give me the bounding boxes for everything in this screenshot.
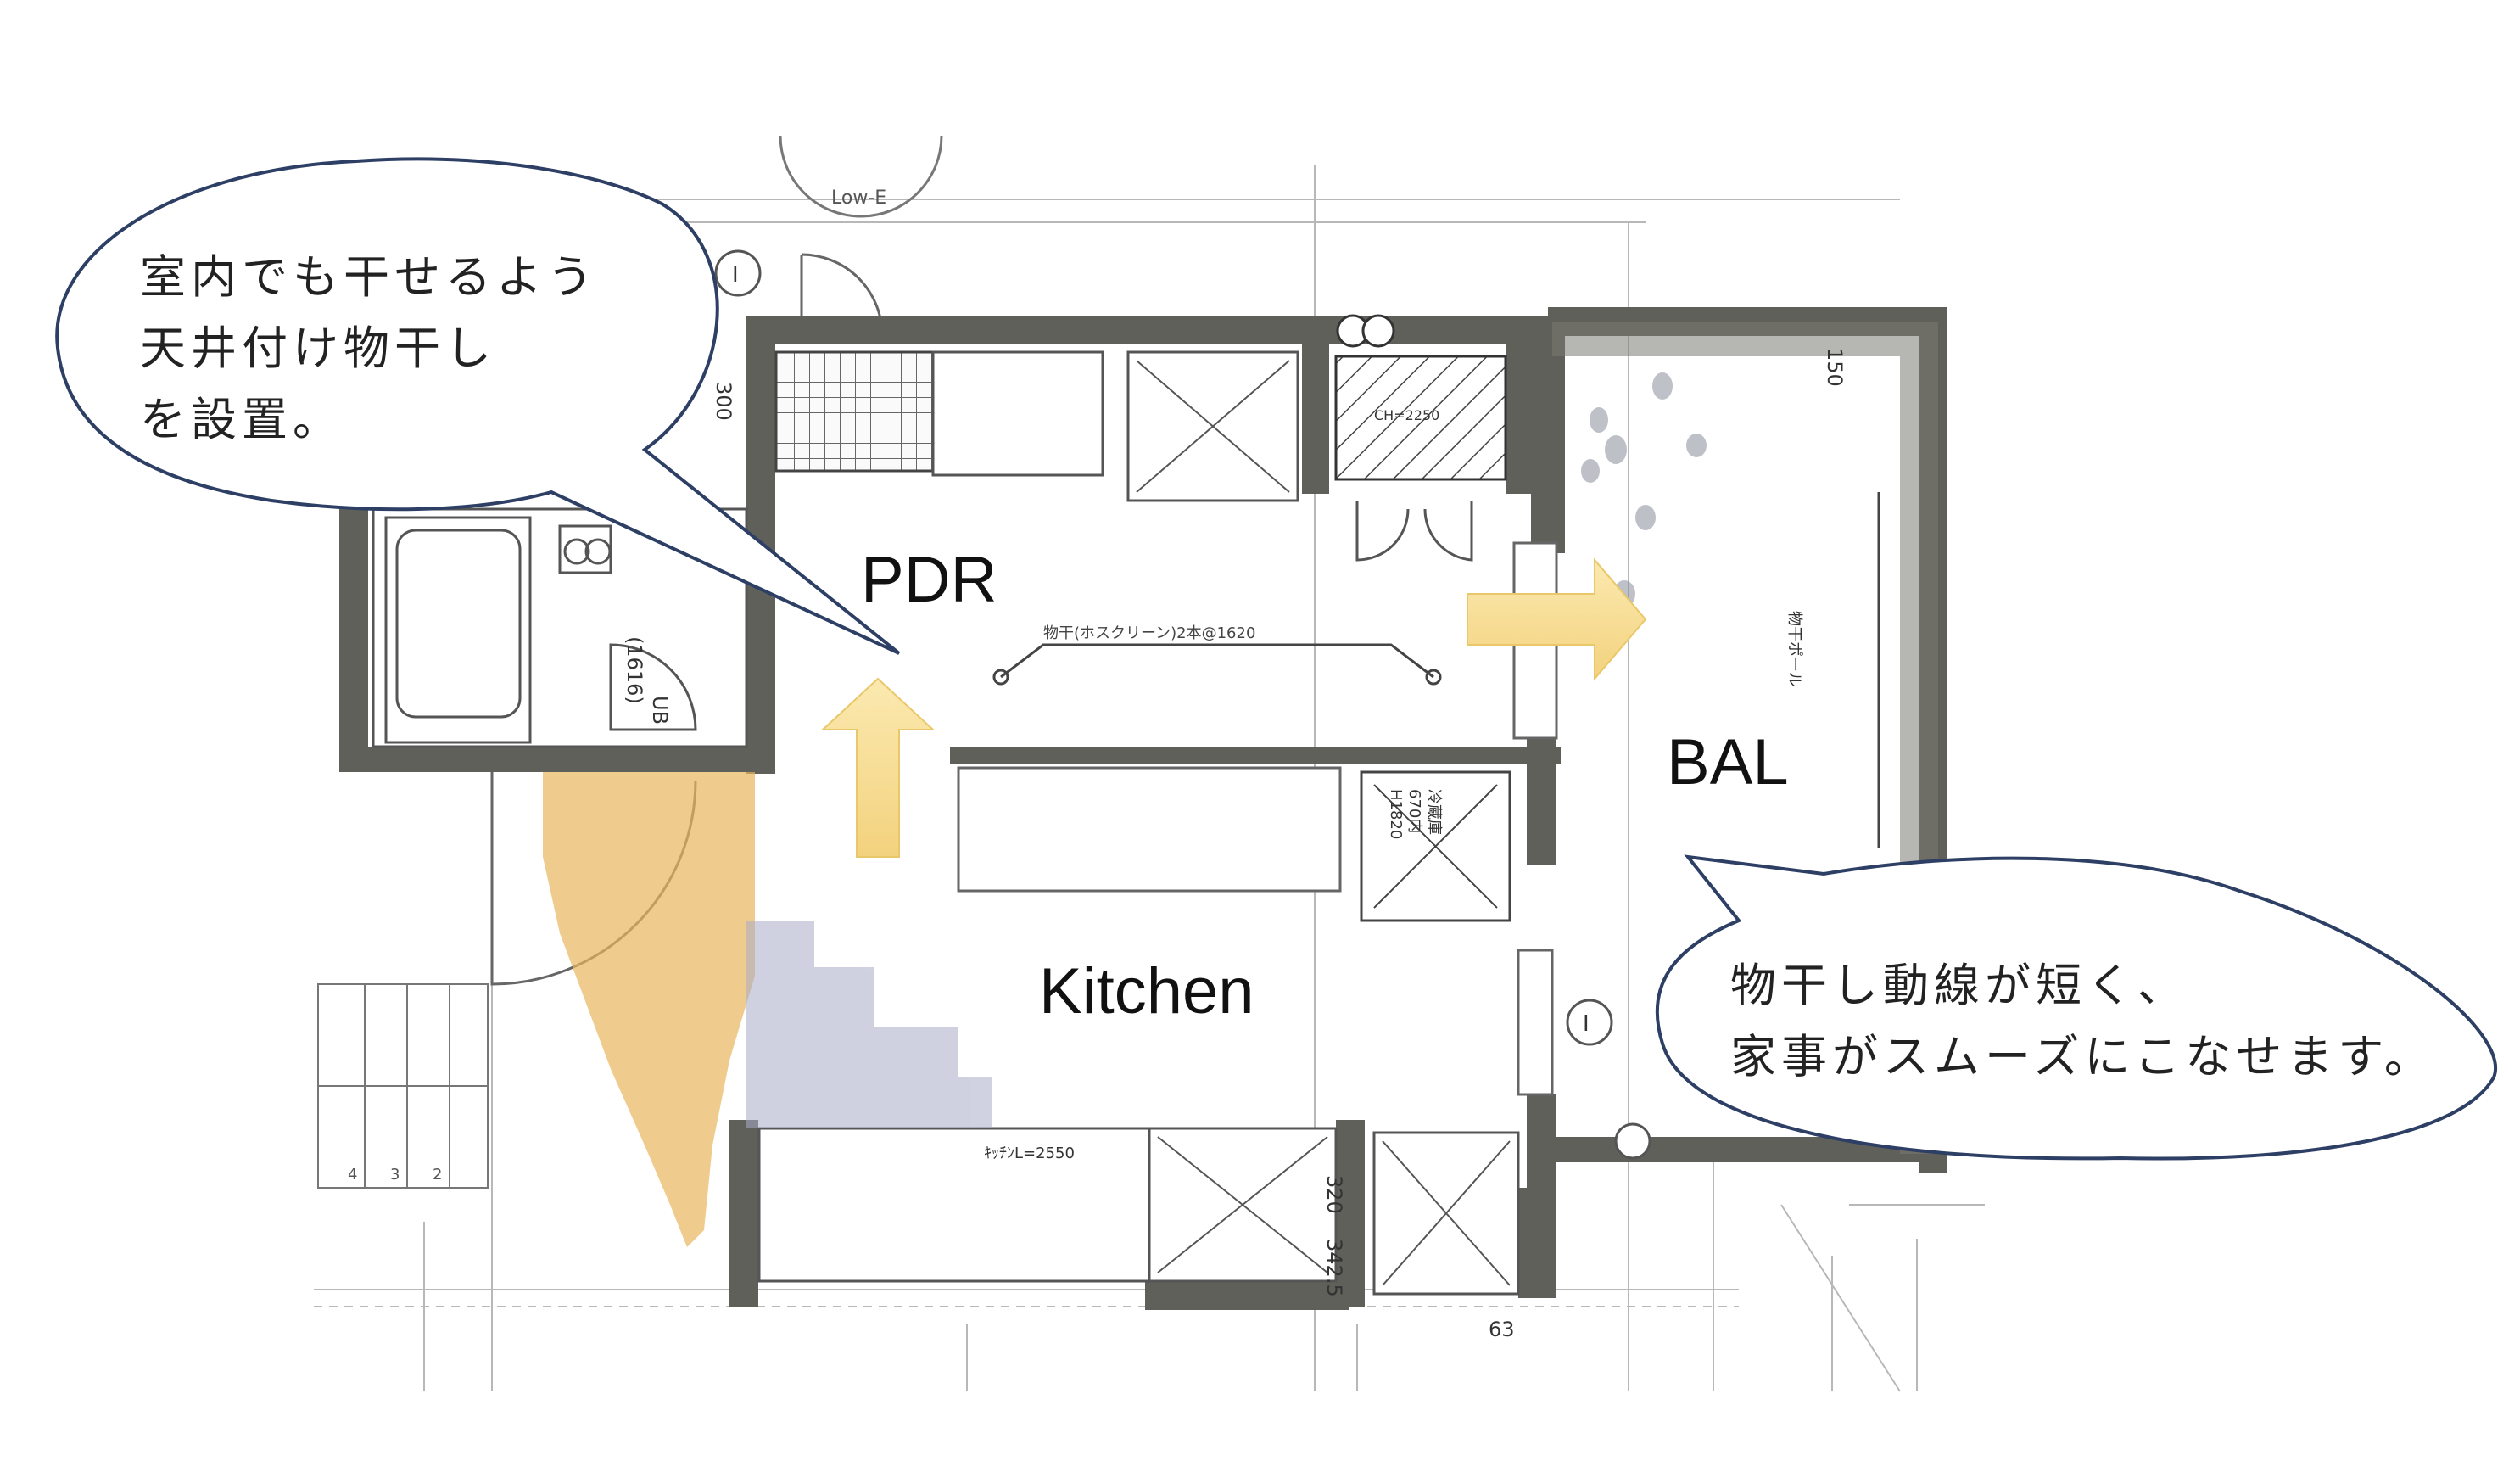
- closet-hatch: [1334, 355, 1507, 481]
- callout-bubble-top: [55, 157, 901, 655]
- bathroom: [372, 507, 748, 748]
- svg-text:Low-E: Low-E: [831, 187, 886, 209]
- room-label-bal: BAL: [1667, 726, 1789, 798]
- kitchen-island: [957, 766, 1342, 893]
- ub-label: UB (1616): [623, 636, 672, 725]
- flow-arrow-up: [820, 677, 936, 858]
- marker-i-top: I: [714, 249, 762, 297]
- svg-text:CH=2250: CH=2250: [1374, 407, 1439, 423]
- svg-text:(1616): (1616): [623, 636, 646, 704]
- svg-text:2: 2: [433, 1166, 442, 1184]
- svg-text:150: 150: [1823, 348, 1847, 387]
- staircase: 4 3 2: [317, 983, 489, 1189]
- top-window: Low-E: [779, 135, 943, 218]
- svg-text:ｷｯﾁﾝL=2550: ｷｯﾁﾝL=2550: [984, 1145, 1075, 1162]
- svg-text:4: 4: [348, 1166, 357, 1184]
- callout-top-line1: 室内でも干せるよう: [140, 250, 598, 304]
- callout-bottom-line1: 物干し動線が短く、: [1730, 959, 2188, 1012]
- svg-text:冷蔵庫: 冷蔵庫: [1425, 789, 1443, 835]
- svg-text:H1820: H1820: [1387, 789, 1405, 839]
- callout-bottom-text: 物干し動線が短く、 家事がスムーズにこなせます。: [1730, 950, 2435, 1093]
- svg-text:320: 320: [1322, 1175, 1346, 1214]
- fridge: 冷蔵庫 670内 H1820: [1360, 770, 1511, 922]
- room-label-kitchen: Kitchen: [1039, 955, 1254, 1027]
- closet-doors: [1355, 501, 1473, 562]
- svg-text:670内: 670内: [1405, 789, 1423, 833]
- svg-text:I: I: [1583, 1011, 1590, 1037]
- flow-arrow-right: [1467, 557, 1647, 681]
- tiled-floor: [774, 350, 935, 473]
- svg-text:I: I: [732, 262, 739, 288]
- dims-left: 300: [712, 382, 735, 421]
- svg-text:342.5: 342.5: [1322, 1239, 1346, 1297]
- hanger-bar: 物干(ホスクリーン)2本@1620: [992, 624, 1442, 686]
- svg-text:UB: UB: [648, 696, 672, 725]
- callout-bottom-line2: 家事がスムーズにこなせます。: [1730, 1030, 2435, 1083]
- vanity: [931, 350, 1104, 477]
- callout-bubble-bottom: [1656, 854, 2497, 1161]
- svg-text:物干ポール: 物干ポール: [1785, 611, 1803, 687]
- blue-stain: [746, 921, 992, 1128]
- svg-text:3: 3: [390, 1166, 400, 1184]
- callout-top-line3: を設置。: [140, 393, 344, 446]
- yellow-stain: [543, 772, 755, 1247]
- svg-text:物干(ホスクリーン)2本@1620: 物干(ホスクリーン)2本@1620: [1043, 624, 1255, 642]
- svg-text:63: 63: [1489, 1318, 1515, 1341]
- kitchen-counter: ｷｯﾁﾝL=2550 320 342.5 63: [757, 1127, 1520, 1341]
- callout-top-line2: 天井付け物干し: [140, 322, 496, 375]
- callout-top-text: 室内でも干せるよう 天井付け物干し を設置。: [140, 242, 598, 456]
- room-label-pdr: PDR: [861, 544, 997, 616]
- svg-text:300: 300: [712, 382, 735, 421]
